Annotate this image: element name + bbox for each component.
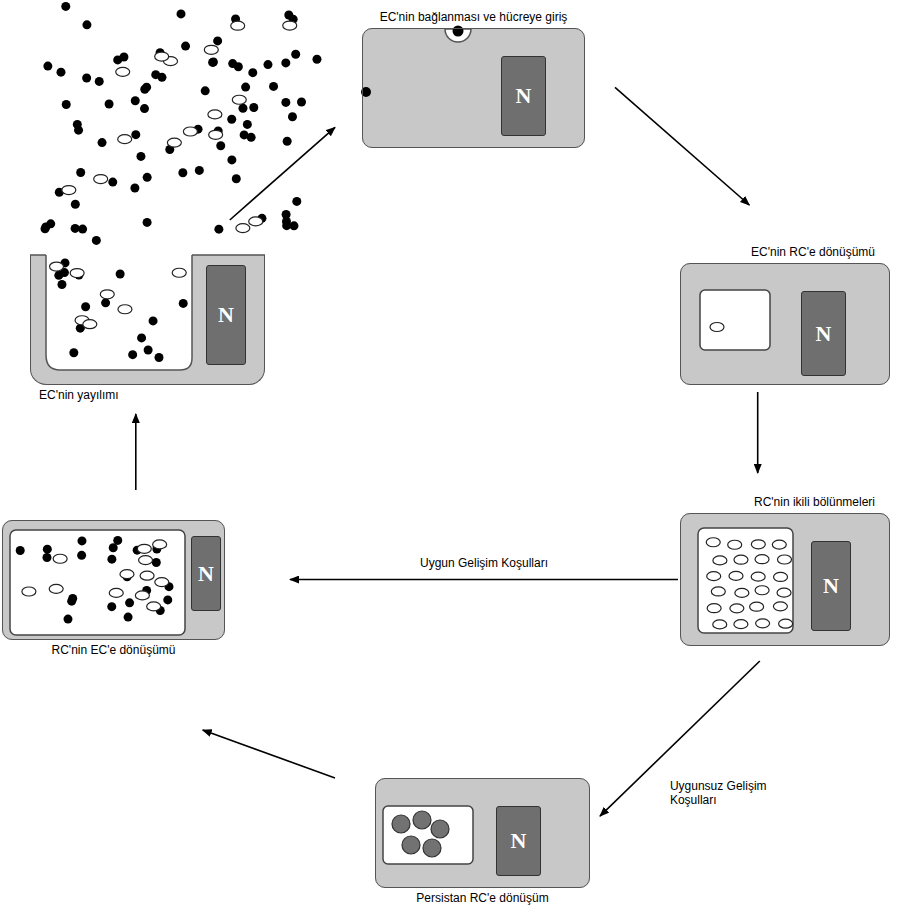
stage-heading: Persistan RC'e dönüşüm: [416, 891, 548, 905]
host-cell: RC'nin EC'e dönüşümüN: [2, 520, 225, 640]
host-cell: [680, 513, 890, 646]
reticulate-body: [710, 323, 724, 332]
persistent-bodies: [392, 811, 449, 857]
cell-nucleus: N: [191, 536, 221, 611]
host-cell: [362, 28, 585, 148]
cycle-arrow: [757, 392, 759, 473]
ruptured-inclusion: [46, 255, 192, 370]
nucleus-label: N: [816, 323, 832, 345]
cell-nucleus: N: [501, 56, 546, 136]
nucleus-label: N: [516, 85, 532, 107]
cycle-arrow: [615, 87, 749, 205]
cell-nucleus: N: [801, 291, 846, 376]
host-cell: [680, 263, 890, 385]
inclusion-vacuole: [700, 290, 770, 350]
cell-nucleus: N: [496, 806, 541, 876]
inclusion-vacuole: [10, 530, 185, 635]
stage-heading: RC'nin EC'e dönüşümü: [52, 643, 176, 657]
host-cell: [375, 778, 590, 888]
condition-label: Uygun Gelişim Koşulları: [418, 556, 550, 570]
inclusion-vacuole: [698, 528, 793, 633]
host-cell: Persistan RC'e dönüşümN: [375, 778, 590, 888]
stage-heading: EC'nin bağlanması ve hücreye giriş: [380, 10, 568, 24]
nucleus-label: N: [218, 304, 234, 326]
host-cell: [2, 520, 225, 640]
nucleus-label: N: [511, 830, 527, 852]
bacterial-particles: [16, 2, 793, 629]
host-cell: EC'nin bağlanması ve hücreye girişN: [362, 28, 585, 148]
stage-heading: RC'nin ikili bölünmeleri: [754, 495, 875, 509]
stage-heading: EC'nin RC'e dönüşümü: [751, 245, 875, 259]
host-cell: EC'nin RC'e dönüşümüN: [680, 263, 890, 385]
nucleus-label: N: [823, 575, 839, 597]
cycle-arrow: [230, 127, 335, 220]
cell-nucleus: N: [811, 541, 851, 631]
host-cell: RC'nin ikili bölünmeleriN: [680, 513, 890, 646]
host-cell: EC'nin yayılımıN: [30, 255, 265, 385]
cell-nucleus: N: [206, 265, 246, 365]
cycle-arrow: [290, 579, 678, 581]
inclusion-vacuole: [383, 806, 473, 864]
cycle-arrow: [203, 730, 335, 778]
stage-heading: EC'nin yayılımı: [39, 388, 119, 402]
ruptured-cell: [30, 255, 265, 385]
nucleus-label: N: [198, 563, 214, 585]
cycle-arrow: [135, 414, 137, 490]
condition-label: Uygunsuz Gelişim Koşulları: [668, 779, 784, 807]
